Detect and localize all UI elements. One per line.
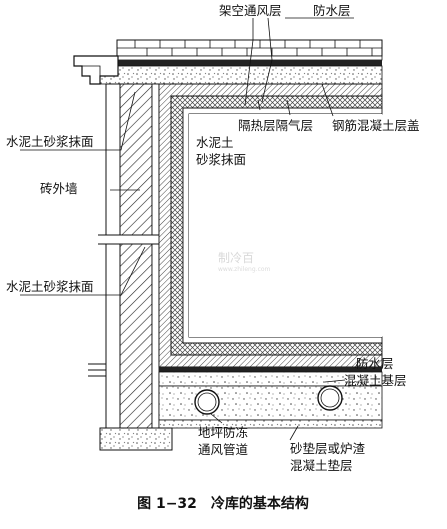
label-inner-plaster-1: 水泥土 [196, 135, 234, 150]
label-inner-plaster-2: 砂浆抹面 [196, 152, 246, 167]
wall-opening [98, 234, 168, 245]
cold-room-interior [189, 114, 382, 337]
ventilation-duct [194, 389, 220, 415]
figure-caption: 图 1−32 冷库的基本结构 [137, 495, 309, 512]
label-rc-roof: 钢筋混凝土层盖 [332, 118, 420, 133]
concrete-cushion [158, 419, 383, 429]
label-waterproof-top: 防水层 [313, 3, 351, 18]
label-floor-duct-1: 地坪防冻 [198, 425, 248, 440]
rc-roof-slab [99, 65, 383, 85]
label-gravel-1: 砂垫层或炉渣 [290, 441, 366, 456]
label-floor-duct-2: 通风管道 [198, 442, 249, 457]
label-wall-plaster-bottom: 水泥土砂浆抹面 [6, 279, 94, 294]
floor-waterproof [159, 367, 382, 372]
gutter [73, 55, 119, 85]
gravel-bed [158, 385, 383, 421]
ground-line [88, 363, 106, 377]
ventilation-duct [317, 385, 343, 411]
label-waterproof-bottom: 防水层 [356, 356, 394, 371]
leader-lines [20, 17, 361, 441]
ventilation-bricks [116, 39, 383, 61]
label-gravel-2: 混凝土垫层 [290, 458, 353, 473]
label-ventilation-layer: 架空通风层 [219, 3, 282, 18]
roof-waterproof-layer [100, 60, 382, 66]
label-wall-plaster-top: 水泥土砂浆抹面 [6, 134, 94, 149]
brick-wall [105, 83, 160, 429]
label-insulation-vapor: 隔热层隔气层 [238, 118, 313, 133]
watermark-main: 制冷百 [218, 251, 254, 265]
watermark-sub: www.zhileng.com [218, 266, 271, 273]
label-brick-wall: 砖外墙 [40, 181, 78, 196]
label-concrete-base: 混凝土基层 [344, 373, 407, 388]
foundation-footing [99, 427, 173, 451]
